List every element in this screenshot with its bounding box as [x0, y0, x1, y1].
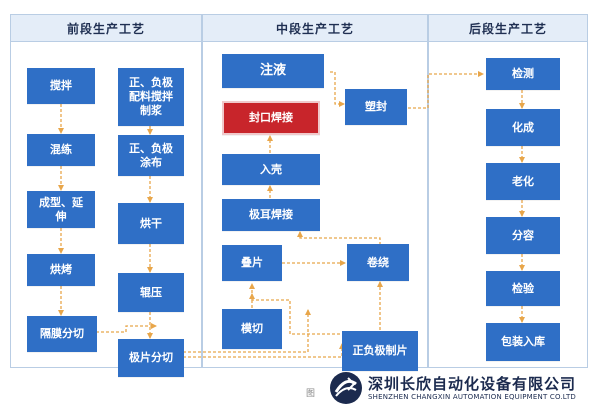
- node-gemo: 隔膜分切: [27, 316, 97, 352]
- node-moqie: 模切: [222, 309, 282, 349]
- node-diepian: 叠片: [222, 245, 282, 281]
- section-back: 后段生产工艺: [428, 14, 588, 368]
- node-zhuye: 注液: [222, 54, 324, 88]
- node-zhengfuji: 正负极制片: [342, 331, 418, 371]
- node-tubu: 正、负极 涂布: [118, 135, 184, 176]
- node-jiance: 检测: [486, 58, 560, 90]
- company-name-cn: 深圳长欣自动化设备有限公司: [368, 375, 577, 393]
- node-chengxing: 成型、延 伸: [27, 191, 95, 228]
- node-fengkou: 封口焊接: [222, 101, 320, 135]
- company-logo-icon: [330, 372, 362, 404]
- node-baozhuang: 包装入库: [486, 323, 560, 361]
- figure-mark: 图: [306, 389, 316, 399]
- section-title-back: 后段生产工艺: [429, 15, 587, 42]
- section-title-front: 前段生产工艺: [11, 15, 201, 42]
- node-huacheng: 化成: [486, 109, 560, 146]
- node-jipian: 极片分切: [118, 339, 184, 377]
- node-gunya: 辊压: [118, 273, 184, 312]
- node-peiliao: 正、负极 配料搅拌 制浆: [118, 68, 184, 126]
- company-name-en: SHENZHEN CHANGXIN AUTOMATION EQUIPMENT C…: [368, 393, 577, 401]
- node-hongkao: 烘烤: [27, 254, 95, 286]
- node-ruke: 入壳: [222, 154, 320, 185]
- node-jier: 极耳焊接: [222, 199, 320, 231]
- node-suofeng: 塑封: [345, 89, 407, 125]
- node-jianyan: 检验: [486, 271, 560, 306]
- section-title-middle: 中段生产工艺: [203, 15, 427, 42]
- node-fenrong: 分容: [486, 217, 560, 254]
- node-jiaoban: 搅拌: [27, 68, 95, 104]
- node-juanrao: 卷绕: [347, 244, 409, 281]
- node-hunlian: 混练: [27, 134, 95, 166]
- node-honggan: 烘干: [118, 203, 184, 244]
- section-middle: 中段生产工艺: [202, 14, 428, 368]
- node-laohua: 老化: [486, 163, 560, 200]
- section-front: 前段生产工艺: [10, 14, 202, 368]
